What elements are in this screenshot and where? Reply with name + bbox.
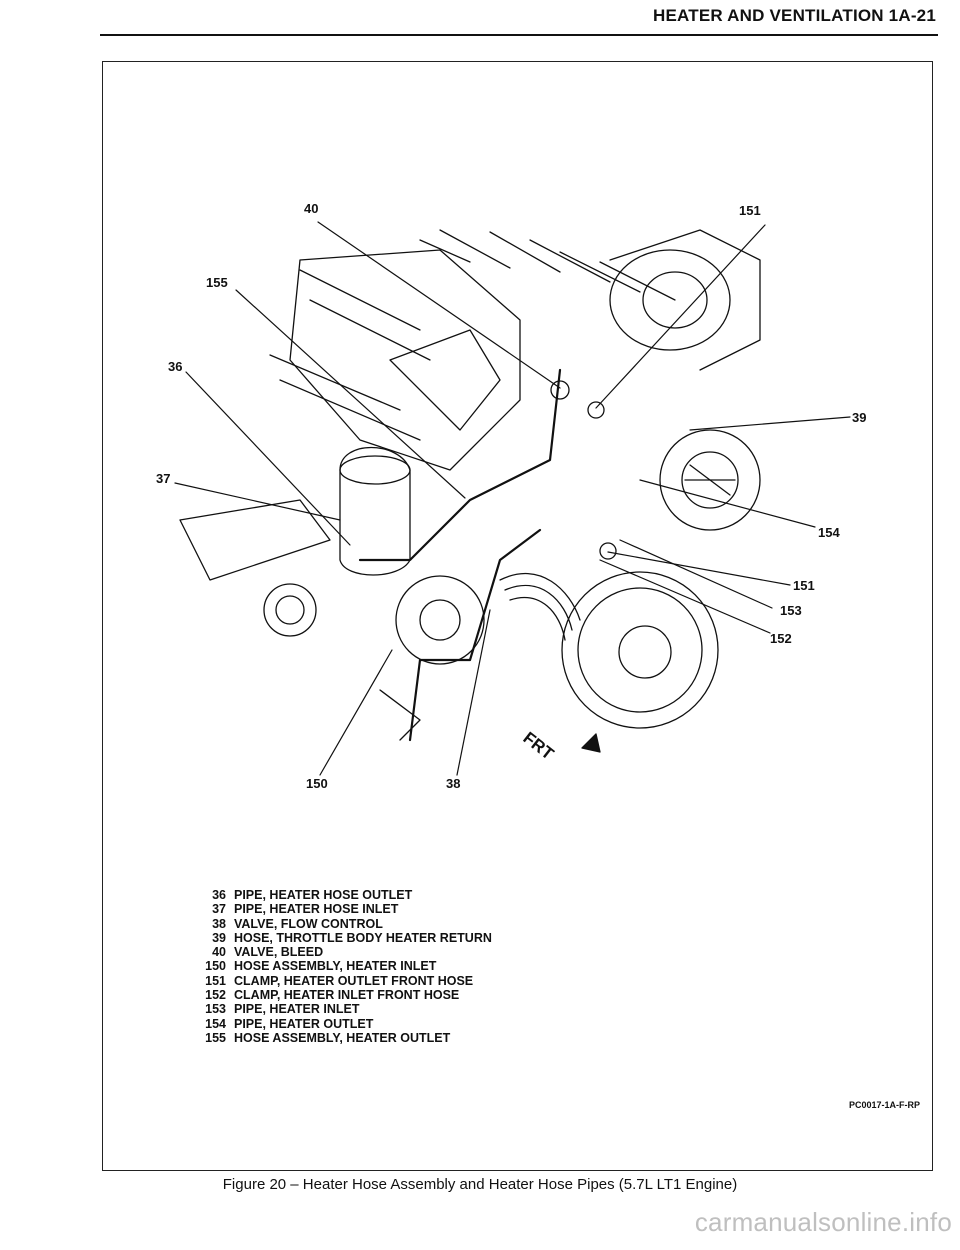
legend-desc: PIPE, HEATER HOSE OUTLET xyxy=(234,888,413,902)
callout-151: 151 xyxy=(793,578,815,593)
legend-desc: HOSE ASSEMBLY, HEATER OUTLET xyxy=(234,1030,451,1045)
legend-row: 151 CLAMP, HEATER OUTLET FRONT HOSE xyxy=(200,974,492,988)
figure-caption: Figure 20 – Heater Hose Assembly and Hea… xyxy=(222,1176,738,1193)
callout-152: 152 xyxy=(770,631,792,646)
legend-row: 154 PIPE, HEATER OUTLET xyxy=(200,1017,492,1031)
legend-num: 151 xyxy=(205,973,226,988)
callout-151: 151 xyxy=(739,203,761,218)
legend-row: 152 CLAMP, HEATER INLET FRONT HOSE xyxy=(200,988,492,1002)
legend-num: 36 xyxy=(212,888,226,902)
alternator xyxy=(659,429,761,531)
legend-desc: VALVE, FLOW CONTROL xyxy=(234,916,383,931)
legend-desc: VALVE, BLEED xyxy=(234,945,324,960)
legend-row: 155 HOSE ASSEMBLY, HEATER OUTLET xyxy=(200,1031,492,1045)
callout-40: 40 xyxy=(304,201,319,216)
legend-desc: PIPE, HEATER OUTLET xyxy=(234,1016,374,1031)
legend-desc: CLAMP, HEATER INLET FRONT HOSE xyxy=(234,988,460,1003)
legend-num: 39 xyxy=(212,930,226,945)
coolant-reservoir xyxy=(339,446,411,576)
legend-num: 40 xyxy=(212,945,226,960)
legend-num: 153 xyxy=(205,1002,226,1017)
crank-pulley xyxy=(561,571,719,729)
legend-row: 38 VALVE, FLOW CONTROL xyxy=(200,917,492,931)
legend-num: 150 xyxy=(205,959,226,974)
throttle-body xyxy=(609,249,731,351)
callout-37: 37 xyxy=(156,471,171,486)
legend-num: 152 xyxy=(205,988,226,1003)
legend-desc: HOSE ASSEMBLY, HEATER INLET xyxy=(234,959,437,974)
legend-row: 150 HOSE ASSEMBLY, HEATER INLET xyxy=(200,959,492,973)
legend-desc: CLAMP, HEATER OUTLET FRONT HOSE xyxy=(234,973,474,988)
figure-frame xyxy=(102,61,933,1171)
callout-153: 153 xyxy=(780,603,802,618)
legend-row: 153 PIPE, HEATER INLET xyxy=(200,1002,492,1016)
heater-inlet-pipe xyxy=(408,528,542,742)
legend-desc: HOSE, THROTTLE BODY HEATER RETURN xyxy=(234,930,492,945)
legend-num: 38 xyxy=(212,916,226,931)
legend-num: 154 xyxy=(205,1016,226,1031)
legend-num: 37 xyxy=(212,902,226,917)
legend-row: 40 VALVE, BLEED xyxy=(200,945,492,959)
callout-155: 155 xyxy=(206,275,228,290)
page-title: HEATER AND VENTILATION 1A-21 xyxy=(653,6,936,25)
front-arrow-icon xyxy=(581,733,601,753)
legend-desc: PIPE, HEATER HOSE INLET xyxy=(234,902,399,917)
figure-code: PC0017-1A-F-RP xyxy=(848,1100,920,1110)
legend-desc: PIPE, HEATER INLET xyxy=(234,1002,360,1017)
leader-lines xyxy=(174,221,851,776)
callout-150: 150 xyxy=(306,776,328,791)
intake-hatching xyxy=(269,229,676,441)
legend-row: 37 PIPE, HEATER HOSE INLET xyxy=(200,902,492,916)
legend-num: 155 xyxy=(205,1030,226,1045)
callout-38: 38 xyxy=(446,776,461,791)
front-direction-label: FRT xyxy=(520,728,558,764)
watermark: carmanualsonline.info xyxy=(694,1207,952,1237)
engine-cover xyxy=(289,249,521,471)
legend-row: 36 PIPE, HEATER HOSE OUTLET xyxy=(200,888,492,902)
callout-39: 39 xyxy=(852,410,867,425)
callout-154: 154 xyxy=(818,525,840,540)
callout-36: 36 xyxy=(168,359,183,374)
water-pump-pulley xyxy=(395,575,485,665)
page-header: HEATER AND VENTILATION 1A-21 xyxy=(100,4,938,36)
legend-row: 39 HOSE, THROTTLE BODY HEATER RETURN xyxy=(200,931,492,945)
heater-outlet-pipe xyxy=(358,368,562,562)
